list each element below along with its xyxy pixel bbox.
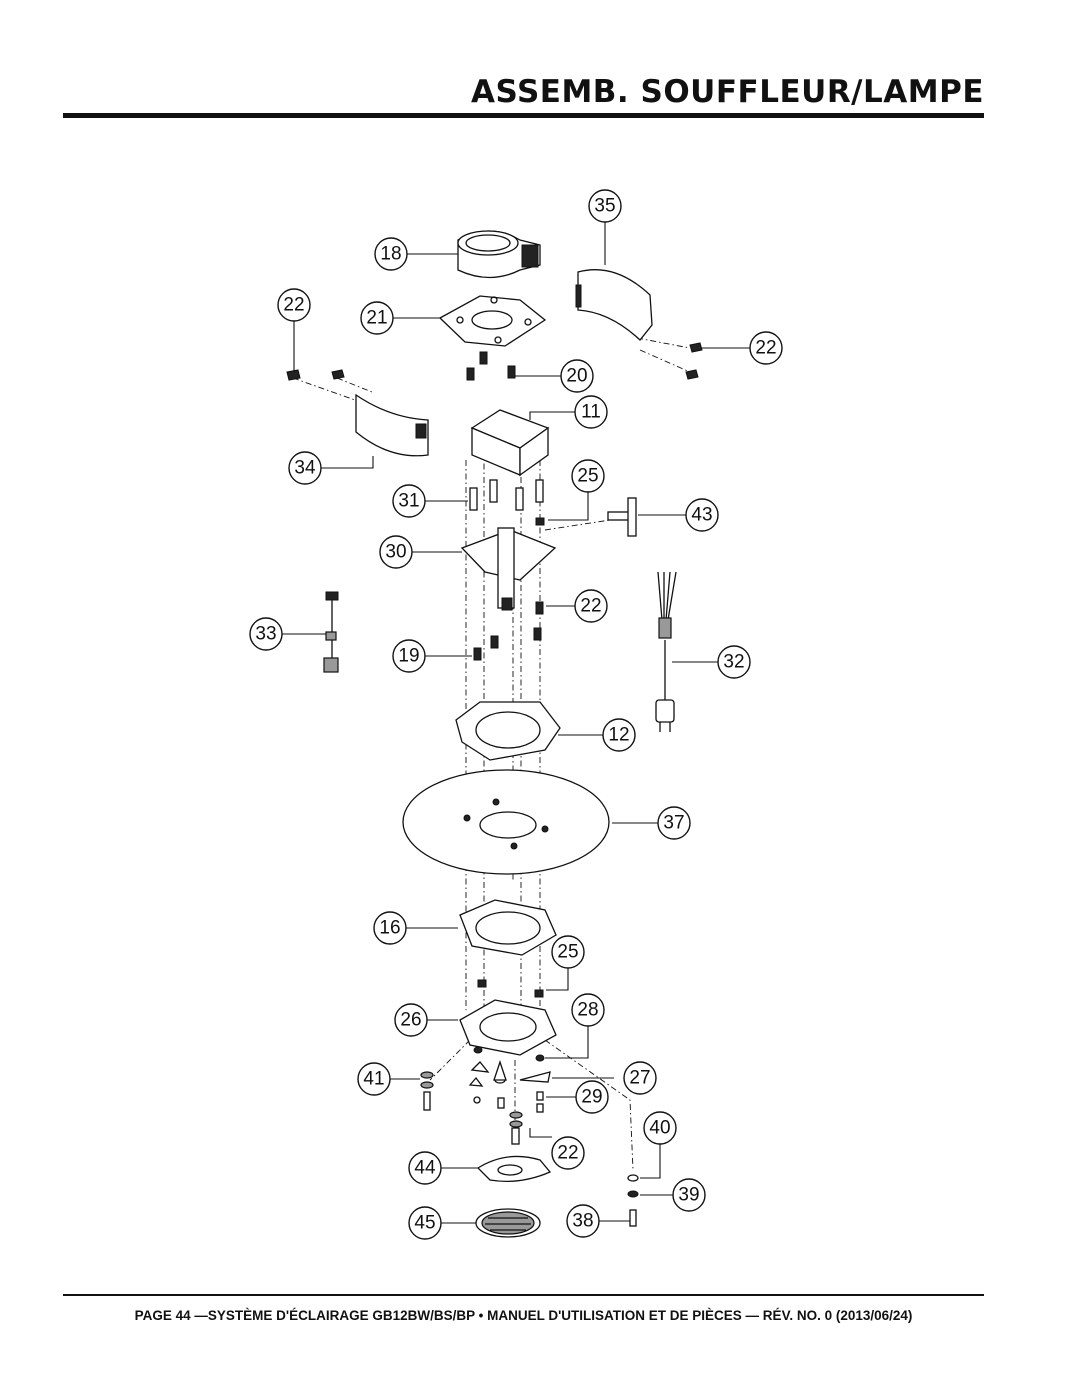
- svg-text:22: 22: [580, 596, 601, 617]
- svg-text:22: 22: [283, 295, 304, 316]
- svg-text:20: 20: [566, 366, 587, 387]
- t-bolt: [607, 497, 637, 537]
- callout-12: 12: [602, 718, 636, 752]
- callout-41: 41: [357, 1062, 391, 1096]
- callout-33: 33: [249, 617, 283, 651]
- svg-text:41: 41: [363, 1069, 384, 1090]
- upper-gasket: [455, 701, 561, 761]
- svg-text:34: 34: [294, 458, 316, 479]
- callout-16: 16: [373, 911, 407, 945]
- svg-text:16: 16: [379, 918, 400, 939]
- callout-40: 40: [643, 1111, 677, 1145]
- callout-19: 19: [392, 639, 426, 673]
- callout-44: 44: [408, 1151, 442, 1185]
- standoffs: [469, 479, 544, 511]
- svg-text:29: 29: [581, 1087, 602, 1108]
- callout-22: 22: [574, 589, 608, 623]
- callout-29: 29: [575, 1080, 609, 1114]
- svg-text:25: 25: [577, 466, 598, 487]
- blower-housing: [457, 230, 541, 279]
- callout-45: 45: [408, 1206, 442, 1240]
- page-title: ASSEMB. SOUFFLEUR/LAMPE: [471, 74, 984, 110]
- svg-text:27: 27: [629, 1068, 650, 1089]
- svg-text:31: 31: [398, 491, 419, 512]
- reflector-disc: [402, 769, 610, 875]
- page-footer: PAGE 44 —SYSTÈME D'ÉCLAIRAGE GB12BW/BS/B…: [134, 1308, 913, 1323]
- svg-text:26: 26: [400, 1010, 421, 1031]
- svg-text:44: 44: [414, 1158, 436, 1179]
- footer-rule: [63, 1294, 984, 1296]
- svg-text:11: 11: [581, 402, 601, 423]
- svg-text:28: 28: [577, 1000, 598, 1021]
- callout-43: 43: [685, 498, 719, 532]
- bracket-screws: [473, 601, 544, 661]
- lamp-plate: [459, 999, 557, 1056]
- title-rule: [63, 113, 984, 118]
- wire-harness: [323, 591, 339, 673]
- callout-22: 22: [749, 331, 783, 365]
- svg-text:22: 22: [557, 1143, 578, 1164]
- svg-text:43: 43: [691, 505, 712, 526]
- svg-text:21: 21: [366, 308, 387, 329]
- lamp-grille: [475, 1208, 541, 1238]
- callout-20: 20: [560, 359, 594, 393]
- power-cord: [655, 571, 677, 732]
- callout-11: 11: [574, 395, 608, 429]
- svg-text:40: 40: [649, 1118, 670, 1139]
- callout-22: 22: [277, 288, 311, 322]
- svg-text:19: 19: [398, 646, 419, 667]
- callout-18: 18: [374, 237, 408, 271]
- svg-text:38: 38: [572, 1211, 593, 1232]
- svg-text:33: 33: [255, 624, 276, 645]
- shield-screws: [286, 342, 703, 381]
- lens-retainer: [476, 1155, 552, 1183]
- callout-37: 37: [657, 806, 691, 840]
- callout-35: 35: [588, 189, 622, 223]
- svg-text:37: 37: [663, 813, 684, 834]
- mounting-plate: [438, 295, 547, 347]
- svg-text:45: 45: [414, 1213, 435, 1234]
- svg-text:22: 22: [755, 338, 776, 359]
- nuts: [477, 517, 545, 998]
- lower-hardware: [420, 1046, 551, 1145]
- callout-38: 38: [566, 1204, 600, 1238]
- lamp-shield-left: [355, 393, 429, 457]
- lamp-bracket: [460, 527, 557, 611]
- callout-39: 39: [672, 1178, 706, 1212]
- svg-text:18: 18: [380, 244, 401, 265]
- callout-26: 26: [394, 1003, 428, 1037]
- callout-30: 30: [379, 535, 413, 569]
- callout-25: 25: [551, 935, 585, 969]
- glass-retainer-hardware: [627, 1174, 639, 1227]
- svg-text:12: 12: [608, 725, 629, 746]
- lamp-shield-right: [575, 269, 653, 341]
- callout-32: 32: [717, 645, 751, 679]
- svg-text:35: 35: [594, 196, 615, 217]
- plate-screws: [466, 351, 516, 381]
- svg-text:32: 32: [723, 652, 744, 673]
- callout-27: 27: [623, 1061, 657, 1095]
- callout-leaders: [282, 222, 750, 1224]
- callout-28: 28: [571, 993, 605, 1027]
- callout-21: 21: [360, 301, 394, 335]
- callout-25: 25: [571, 459, 605, 493]
- svg-text:30: 30: [385, 542, 406, 563]
- svg-text:39: 39: [678, 1185, 699, 1206]
- electrical-box: [470, 409, 550, 477]
- svg-text:25: 25: [557, 942, 578, 963]
- callout-34: 34: [288, 451, 322, 485]
- callout-22: 22: [551, 1136, 585, 1170]
- callout-31: 31: [392, 484, 426, 518]
- lower-gasket: [459, 899, 557, 956]
